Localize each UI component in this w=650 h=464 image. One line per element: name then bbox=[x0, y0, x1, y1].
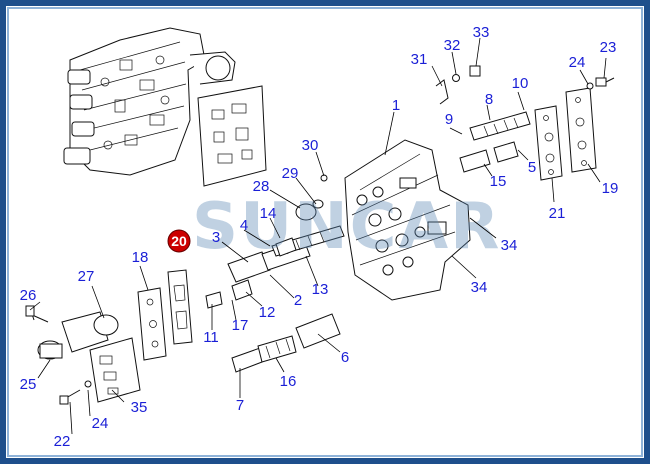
part-label-24-upper[interactable]: 24 bbox=[569, 54, 586, 71]
part-label-34-upper[interactable]: 34 bbox=[501, 237, 518, 254]
part-label-18[interactable]: 18 bbox=[132, 249, 149, 266]
separator-plate-overview bbox=[197, 85, 267, 187]
part-label-7[interactable]: 7 bbox=[236, 397, 244, 414]
part-label-22[interactable]: 22 bbox=[54, 433, 71, 450]
part-label-27[interactable]: 27 bbox=[78, 268, 95, 285]
part-label-30[interactable]: 30 bbox=[302, 137, 319, 154]
part-label-4[interactable]: 4 bbox=[240, 217, 248, 234]
part-label-14[interactable]: 14 bbox=[260, 205, 277, 222]
gasket-plate-18 bbox=[137, 287, 167, 361]
cover-plate-21 bbox=[534, 105, 563, 181]
valve-body bbox=[344, 139, 471, 301]
part-label-25[interactable]: 25 bbox=[20, 376, 37, 393]
part-label-35[interactable]: 35 bbox=[131, 399, 148, 416]
part-label-26[interactable]: 26 bbox=[20, 287, 37, 304]
highlight-marker bbox=[167, 229, 191, 253]
part-labels: 1 2 3 4 5 6 7 8 9 10 11 12 13 14 15 16 1… bbox=[20, 24, 619, 450]
cover-plate-19 bbox=[565, 87, 597, 173]
watermark: SUNCAR bbox=[192, 190, 501, 264]
part-label-16[interactable]: 16 bbox=[280, 373, 297, 390]
part-label-15[interactable]: 15 bbox=[490, 173, 507, 190]
part-label-28[interactable]: 28 bbox=[253, 178, 270, 195]
part-label-6[interactable]: 6 bbox=[341, 349, 349, 366]
part-label-29[interactable]: 29 bbox=[282, 165, 299, 182]
leader-lines bbox=[29, 37, 607, 435]
part-label-2[interactable]: 2 bbox=[294, 292, 302, 309]
part-label-31[interactable]: 31 bbox=[411, 51, 428, 68]
part-label-13[interactable]: 13 bbox=[312, 281, 329, 298]
part-label-24-lower[interactable]: 24 bbox=[92, 415, 109, 432]
part-label-17[interactable]: 17 bbox=[232, 317, 249, 334]
part-label-19[interactable]: 19 bbox=[602, 180, 619, 197]
part-label-5[interactable]: 5 bbox=[528, 159, 536, 176]
part-label-8[interactable]: 8 bbox=[485, 91, 493, 108]
solenoid-assembly bbox=[37, 311, 141, 403]
gasket-plate-20 bbox=[167, 269, 193, 345]
part-label-3[interactable]: 3 bbox=[212, 229, 220, 246]
part-label-33[interactable]: 33 bbox=[473, 24, 490, 41]
part-label-11[interactable]: 11 bbox=[203, 329, 219, 346]
part-label-12[interactable]: 12 bbox=[259, 304, 276, 321]
part-label-10[interactable]: 10 bbox=[512, 75, 529, 92]
part-label-23[interactable]: 23 bbox=[600, 39, 617, 56]
part-label-9[interactable]: 9 bbox=[445, 111, 453, 128]
highlighted-part-badge[interactable]: 20 bbox=[167, 229, 191, 253]
part-label-32[interactable]: 32 bbox=[444, 37, 461, 54]
part-label-21[interactable]: 21 bbox=[549, 205, 566, 222]
spools-and-springs bbox=[205, 111, 531, 373]
part-label-1[interactable]: 1 bbox=[392, 97, 400, 114]
small-hardware bbox=[25, 65, 615, 405]
part-label-20: 20 bbox=[171, 233, 187, 249]
valve-assembly-overview bbox=[63, 27, 236, 176]
part-label-34-lower[interactable]: 34 bbox=[471, 279, 488, 296]
